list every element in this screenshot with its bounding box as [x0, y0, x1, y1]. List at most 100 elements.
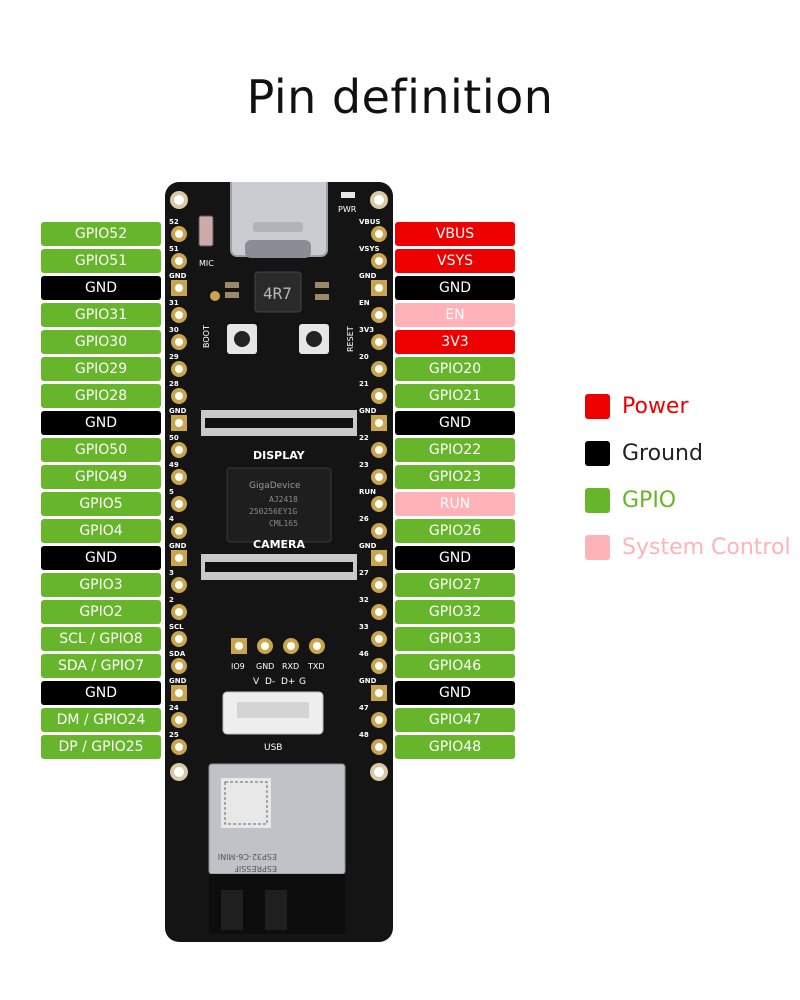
silkscreen-pin-number: 48	[359, 731, 369, 739]
left-pin-label: GPIO2	[41, 600, 161, 624]
chip-line: AJ2418	[269, 495, 298, 504]
usb-pin-v: V	[253, 677, 260, 687]
chip-line: 250256EY1G	[249, 507, 297, 516]
silkscreen-pin-number: 3	[169, 569, 174, 577]
silkscreen-pin-number: 23	[359, 461, 369, 469]
left-pin-label: GPIO50	[41, 438, 161, 462]
header-pad-hole	[175, 581, 183, 589]
right-pin-label: GPIO22	[395, 438, 515, 462]
header-pad-hole	[175, 635, 183, 643]
left-pin-label: GPIO5	[41, 492, 161, 516]
header-pad-hole	[175, 311, 183, 319]
silkscreen-pin-number: 46	[359, 650, 369, 658]
right-pin-label: VSYS	[395, 249, 515, 273]
silkscreen-pin-number: 28	[169, 380, 179, 388]
right-pin-label: GPIO20	[395, 357, 515, 381]
silkscreen-pin-number: GND	[359, 272, 377, 280]
silkscreen-pin-number: 3V3	[359, 326, 374, 334]
left-pin-label: DM / GPIO24	[41, 708, 161, 732]
header-pad-hole	[375, 257, 383, 265]
module-line: ESP32-C6-MINI	[218, 852, 277, 861]
header-pad-hole	[375, 392, 383, 400]
header-pad-hole	[175, 554, 183, 562]
silkscreen-pin-number: GND	[169, 542, 187, 550]
left-pin-label: GND	[41, 681, 161, 705]
usb-pin-g: G	[299, 677, 306, 687]
pwr-label: PWR	[338, 205, 357, 214]
header-pad-hole	[175, 473, 183, 481]
header-pad-hole	[175, 527, 183, 535]
silkscreen-pin-number: EN	[359, 299, 370, 307]
silkscreen-pin-number: 26	[359, 515, 369, 523]
silkscreen-pin-number: VBUS	[359, 218, 380, 226]
header-pad-hole	[375, 689, 383, 697]
legend-label: System Control	[622, 535, 791, 560]
silkscreen-pin-number: SDA	[169, 650, 186, 658]
legend-swatch	[585, 441, 610, 466]
legend-swatch	[585, 394, 610, 419]
header-pad-hole	[175, 284, 183, 292]
uart-label-gnd: GND	[256, 662, 274, 671]
header-pad-hole	[175, 500, 183, 508]
silkscreen-pin-number: 2	[169, 596, 174, 604]
left-pin-label: GND	[41, 411, 161, 435]
right-pin-label: GPIO23	[395, 465, 515, 489]
legend-item: Ground	[585, 430, 791, 477]
silkscreen-pin-number: 24	[169, 704, 179, 712]
left-pin-label: GPIO28	[41, 384, 161, 408]
silkscreen-pin-number: RUN	[359, 488, 376, 496]
header-pad-hole	[375, 311, 383, 319]
silkscreen-pin-number: 50	[169, 434, 179, 442]
header-pad-hole	[375, 635, 383, 643]
silkscreen-pin-number: VSYS	[359, 245, 380, 253]
silkscreen-pin-number: GND	[359, 677, 377, 685]
uart-label-txd: TXD	[307, 662, 325, 671]
right-pin-label: GPIO21	[395, 384, 515, 408]
silkscreen-pin-number: GND	[169, 407, 187, 415]
page-title: Pin definition	[246, 70, 554, 124]
header-pad-hole	[175, 419, 183, 427]
silkscreen-pin-number: 20	[359, 353, 369, 361]
silkscreen-pin-number: 47	[359, 704, 369, 712]
legend-swatch	[585, 535, 610, 560]
header-pad-hole	[375, 338, 383, 346]
chip-brand: GigaDevice	[249, 481, 301, 491]
header-pad-hole	[375, 716, 383, 724]
legend-label: Power	[622, 394, 689, 419]
silkscreen-pin-number: GND	[359, 542, 377, 550]
silkscreen-pin-number: 4	[169, 515, 174, 523]
header-pad-hole	[175, 743, 183, 751]
silkscreen-pin-number: 30	[169, 326, 179, 334]
header-pad-hole	[375, 581, 383, 589]
right-pin-label: VBUS	[395, 222, 515, 246]
header-pad-hole	[175, 338, 183, 346]
left-pin-label: GPIO4	[41, 519, 161, 543]
display-label: DISPLAY	[253, 449, 306, 462]
mic-label: MIC	[199, 259, 214, 268]
mic	[198, 215, 214, 247]
silkscreen-pin-number: 49	[169, 461, 179, 469]
module-line: ESPRESSIF	[234, 864, 277, 873]
left-pin-label: GND	[41, 546, 161, 570]
header-pad-hole	[375, 554, 383, 562]
right-pin-label: GPIO47	[395, 708, 515, 732]
header-pad-hole	[175, 257, 183, 265]
header-pad-hole	[375, 743, 383, 751]
right-pin-label: EN	[395, 303, 515, 327]
header-pad-hole	[375, 527, 383, 535]
header-pad-hole	[175, 662, 183, 670]
header-pad-hole	[375, 662, 383, 670]
silkscreen-pin-number: 5	[169, 488, 174, 496]
camera-label: CAMERA	[253, 538, 306, 551]
header-pad-hole	[375, 284, 383, 292]
inductor	[254, 271, 302, 313]
header-pad-hole	[375, 608, 383, 616]
silkscreen-pin-number: GND	[169, 677, 187, 685]
boot-label: BOOT	[202, 325, 211, 348]
left-pin-label: DP / GPIO25	[41, 735, 161, 759]
right-pin-label: GND	[395, 411, 515, 435]
silkscreen-pin-number: SCL	[169, 623, 184, 631]
